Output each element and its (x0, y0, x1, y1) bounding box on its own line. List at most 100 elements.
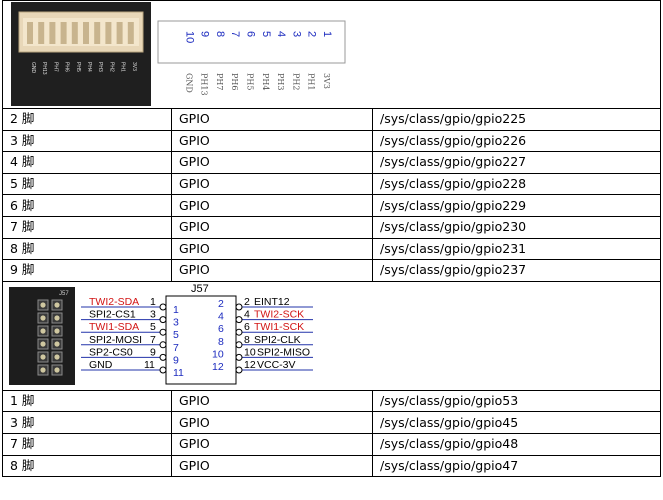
header-pin (60, 22, 67, 44)
board-silk-label: PH2 (108, 62, 114, 72)
pin-cell: 8 脚 (2, 237, 172, 261)
pin-number: 9 (150, 346, 156, 358)
pin-cell: 1 脚 (2, 389, 172, 413)
function-cell: GPIO (171, 432, 373, 456)
schematic-pin-name: 3V3 (322, 73, 331, 89)
board-silk-j57: J57 (59, 291, 69, 297)
path-cell: /sys/class/gpio/gpio226 (371, 129, 662, 153)
pin-cell: 3 脚 (2, 411, 172, 434)
schematic-pin-name: PH4 (261, 73, 270, 90)
header-socket-pin (54, 367, 60, 373)
pin-signal-label: SPI2-CS1 (89, 308, 136, 320)
pin-number: 12 (244, 359, 256, 371)
inner-pin-number: 8 (218, 336, 224, 348)
pin-number: 1 (150, 296, 156, 308)
pin-cell: 4 脚 (2, 151, 172, 174)
schematic-pin-number: 8 (214, 31, 226, 37)
board-silk-label: PH5 (75, 62, 81, 72)
function-cell: GPIO (171, 129, 373, 153)
pin-number: 11 (144, 359, 155, 371)
connector-title: J57 (191, 283, 209, 295)
path-cell: /sys/class/gpio/gpio237 (371, 259, 662, 282)
path-cell: /sys/class/gpio/gpio228 (371, 172, 662, 196)
inner-pin-number: 4 (218, 310, 224, 322)
header-socket-pin (40, 341, 46, 347)
inner-pin-number: 12 (212, 361, 224, 373)
schematic-pin-name: PH3 (276, 73, 285, 90)
pin-number: 4 (244, 308, 250, 320)
pin-signal-label: TWI1-SDA (89, 321, 139, 333)
path-cell: /sys/class/gpio/gpio227 (371, 151, 662, 174)
header-pin (49, 22, 56, 44)
function-cell: GPIO (171, 389, 373, 413)
pin-signal-label: SPI2-CLK (254, 334, 301, 346)
header-pin (127, 22, 134, 44)
header-socket-pin (40, 367, 46, 373)
header-socket-pin (54, 328, 60, 334)
pin-number: 3 (150, 308, 156, 320)
header-socket-pin (40, 328, 46, 334)
function-cell: GPIO (171, 108, 373, 131)
function-cell: GPIO (171, 411, 373, 434)
pin-signal-label: VCC-3V (257, 359, 296, 371)
header-socket-pin (54, 341, 60, 347)
header-socket-pin (40, 315, 46, 321)
board-silk-label: PH13 (41, 62, 47, 75)
pin-signal-label: SP2-CS0 (89, 346, 133, 358)
board-silk-label: PH6 (64, 62, 70, 72)
pin-signal-label: TWI2-SCK (254, 308, 304, 320)
schematic-pin-name: PH5 (246, 73, 255, 90)
board-photo-j57: J57 (9, 286, 75, 385)
header-socket-pin (54, 302, 60, 308)
schematic-pin-number: 3 (290, 31, 302, 37)
pin-number: 5 (150, 321, 156, 333)
board-silk-label: PH3 (97, 62, 103, 72)
pin-number: 7 (150, 334, 156, 346)
pin-signal-label: SPI2-MOSI (89, 334, 142, 346)
schematic-pin-name: PH2 (291, 73, 300, 90)
function-cell: GPIO (171, 454, 373, 478)
path-cell: /sys/class/gpio/gpio48 (371, 432, 662, 456)
inner-pin-number: 2 (218, 298, 224, 310)
pin-cell: 3 脚 (2, 129, 172, 153)
schematic-pin-name: PH7 (215, 73, 224, 90)
inner-pin-number: 3 (173, 316, 179, 328)
schematic-pin-number: 2 (306, 31, 318, 37)
function-cell: GPIO (171, 237, 373, 261)
pin-cell: 8 脚 (2, 454, 172, 478)
header-socket-pin (40, 354, 46, 360)
schematic-pin-number: 9 (199, 31, 211, 37)
pin-number: 8 (244, 334, 250, 346)
schematic-pin-name: PH6 (230, 73, 239, 90)
path-cell: /sys/class/gpio/gpio53 (371, 389, 662, 413)
inner-pin-number: 7 (173, 342, 179, 354)
board-silk-label: 3V3 (131, 62, 137, 71)
pin-signal-label: SPI2-MISO (257, 346, 310, 358)
path-cell: /sys/class/gpio/gpio230 (371, 215, 662, 239)
function-cell: GPIO (171, 259, 373, 282)
function-cell: GPIO (171, 151, 373, 174)
function-cell: GPIO (171, 215, 373, 239)
board-silk-label: GND (30, 62, 36, 74)
header-pin (83, 22, 89, 44)
pin-signal-label: TWI1-SCK (254, 321, 304, 333)
pin-cell: 7 脚 (2, 215, 172, 239)
inner-pin-number: 5 (173, 329, 179, 341)
board-silk-label: PH4 (86, 62, 92, 72)
pin-cell: 7 脚 (2, 432, 172, 456)
schematic-pin-number: 10 (183, 31, 195, 43)
